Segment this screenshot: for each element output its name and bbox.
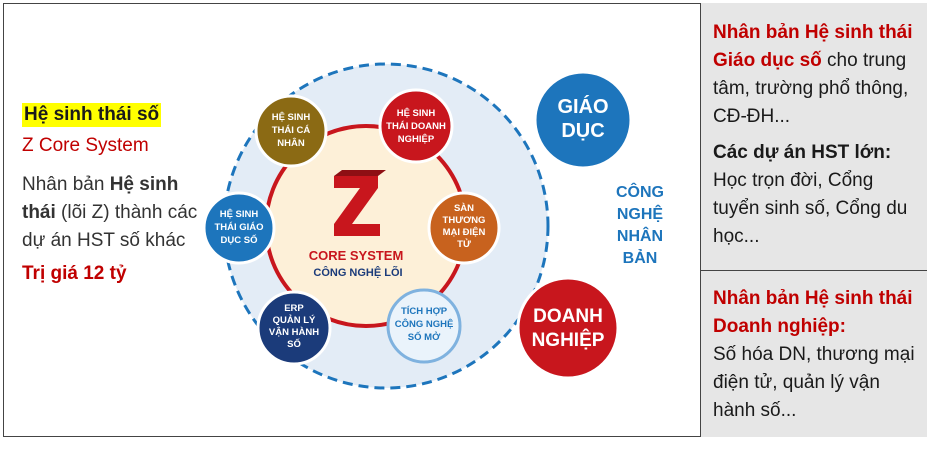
erp-label-3: VẬN HÀNH: [269, 326, 319, 338]
erp-label-2: QUẢN LÝ: [273, 314, 316, 326]
business-clone-text: Số hóa DN, thương mại điện tử, quản lý v…: [713, 344, 915, 421]
price-label: Trị giá 12 tỷ: [22, 263, 127, 284]
clone-description: Nhân bản Hệ sinh thái (lõi Z) thành các …: [22, 171, 202, 255]
core-title: CORE SYSTEM: [309, 248, 404, 263]
ecommerce-label-1: SÀN: [454, 203, 474, 214]
education-node[interactable]: GIÁO DỤC: [533, 70, 633, 170]
ecommerce-label-4: TỬ: [457, 238, 471, 250]
opentech-label-1: TÍCH HỢP: [401, 306, 448, 317]
right-panel: Nhân bản Hệ sinh thái Giáo dục số cho tr…: [700, 3, 927, 437]
ecosystem-title: Hệ sinh thái số: [22, 103, 162, 127]
education-clone-text: cho trung tâm, trường phổ thông, CĐ-ĐH..…: [713, 50, 909, 127]
cloning-tech-1: CÔNG: [616, 182, 664, 201]
module-education-ecosystem[interactable]: HỆ SINH THÁI GIÁO DỤC SỐ: [202, 191, 276, 265]
business-label-2: THÁI DOANH: [386, 121, 446, 132]
erp-label-1: ERP: [284, 303, 304, 314]
education-label-3: DỤC SỐ: [221, 234, 258, 246]
module-open-tech[interactable]: TÍCH HỢP CÔNG NGHỆ SỐ MỞ: [386, 288, 462, 364]
desc-bold: Hệ sinh thái: [22, 174, 179, 223]
core-subtitle: CÔNG NGHỆ LÕI: [313, 266, 402, 279]
personal-label-2: THÁI CÁ: [272, 125, 311, 136]
business-label-1: HỆ SINH: [397, 107, 436, 119]
personal-label-3: NHÂN: [277, 137, 305, 149]
cloning-tech-4: BẢN: [623, 248, 658, 267]
ecommerce-label-2: THƯƠNG: [443, 215, 486, 226]
large-projects-list: Học trọn đời, Cổng tuyển sinh số, Cổng d…: [713, 170, 908, 247]
ecommerce-label-3: MẠI ĐIỆN: [443, 226, 486, 238]
module-business-ecosystem[interactable]: HỆ SINH THÁI DOANH NGHIỆP: [378, 88, 454, 164]
giao-duc-label-1: GIÁO: [557, 95, 608, 118]
doanh-nghiep-label-1: DOANH: [533, 306, 603, 327]
z-logo-icon: [334, 170, 386, 236]
personal-label-1: HỆ SINH: [272, 111, 311, 123]
business-clone-section: Nhân bản Hệ sinh thái Doanh nghiệp: Số h…: [713, 285, 921, 425]
module-ecommerce[interactable]: SÀN THƯƠNG MẠI ĐIỆN TỬ: [427, 191, 501, 265]
education-clone-section: Nhân bản Hệ sinh thái Giáo dục số cho tr…: [713, 19, 921, 251]
opentech-label-3: SỐ MỞ: [408, 331, 441, 343]
desc-post: (lõi Z) thành các dự án HST số khác: [22, 202, 198, 251]
cloning-tech-label: CÔNG NGHỆ NHÂN BẢN: [601, 174, 675, 274]
business-clone-title: Nhân bản Hệ sinh thái Doanh nghiệp:: [713, 288, 913, 337]
cloning-tech-2: NGHỆ: [617, 204, 664, 223]
left-panel: Hệ sinh thái số Z Core System Nhân bản H…: [22, 103, 202, 285]
core-system-subtitle: Z Core System: [22, 135, 149, 156]
education-label-1: HỆ SINH: [220, 208, 259, 220]
module-personal-ecosystem[interactable]: HỆ SINH THÁI CÁ NHÂN: [254, 94, 328, 168]
business-node[interactable]: DOANH NGHIỆP: [516, 276, 620, 380]
doanh-nghiep-label-2: NGHIỆP: [532, 329, 605, 351]
education-label-2: THÁI GIÁO: [214, 222, 263, 233]
opentech-label-2: CÔNG NGHỆ: [395, 318, 454, 330]
business-label-3: NGHIỆP: [398, 133, 435, 145]
dashed-orbit: [222, 62, 550, 390]
erp-label-4: SỐ: [287, 338, 301, 350]
education-clone-title: Nhân bản Hệ sinh thái Giáo dục số: [713, 22, 913, 71]
giao-duc-label-2: DỤC: [561, 120, 604, 142]
panel-divider: [701, 270, 927, 271]
cloning-tech-3: NHÂN: [617, 226, 663, 245]
desc-pre: Nhân bản: [22, 174, 110, 195]
large-projects-heading: Các dự án HST lớn:: [713, 142, 892, 163]
ecosystem-diagram: CORE SYSTEM CÔNG NGHỆ LÕI HỆ SINH THÁI C…: [202, 62, 675, 390]
module-erp[interactable]: ERP QUẢN LÝ VẬN HÀNH SỐ: [256, 290, 332, 366]
